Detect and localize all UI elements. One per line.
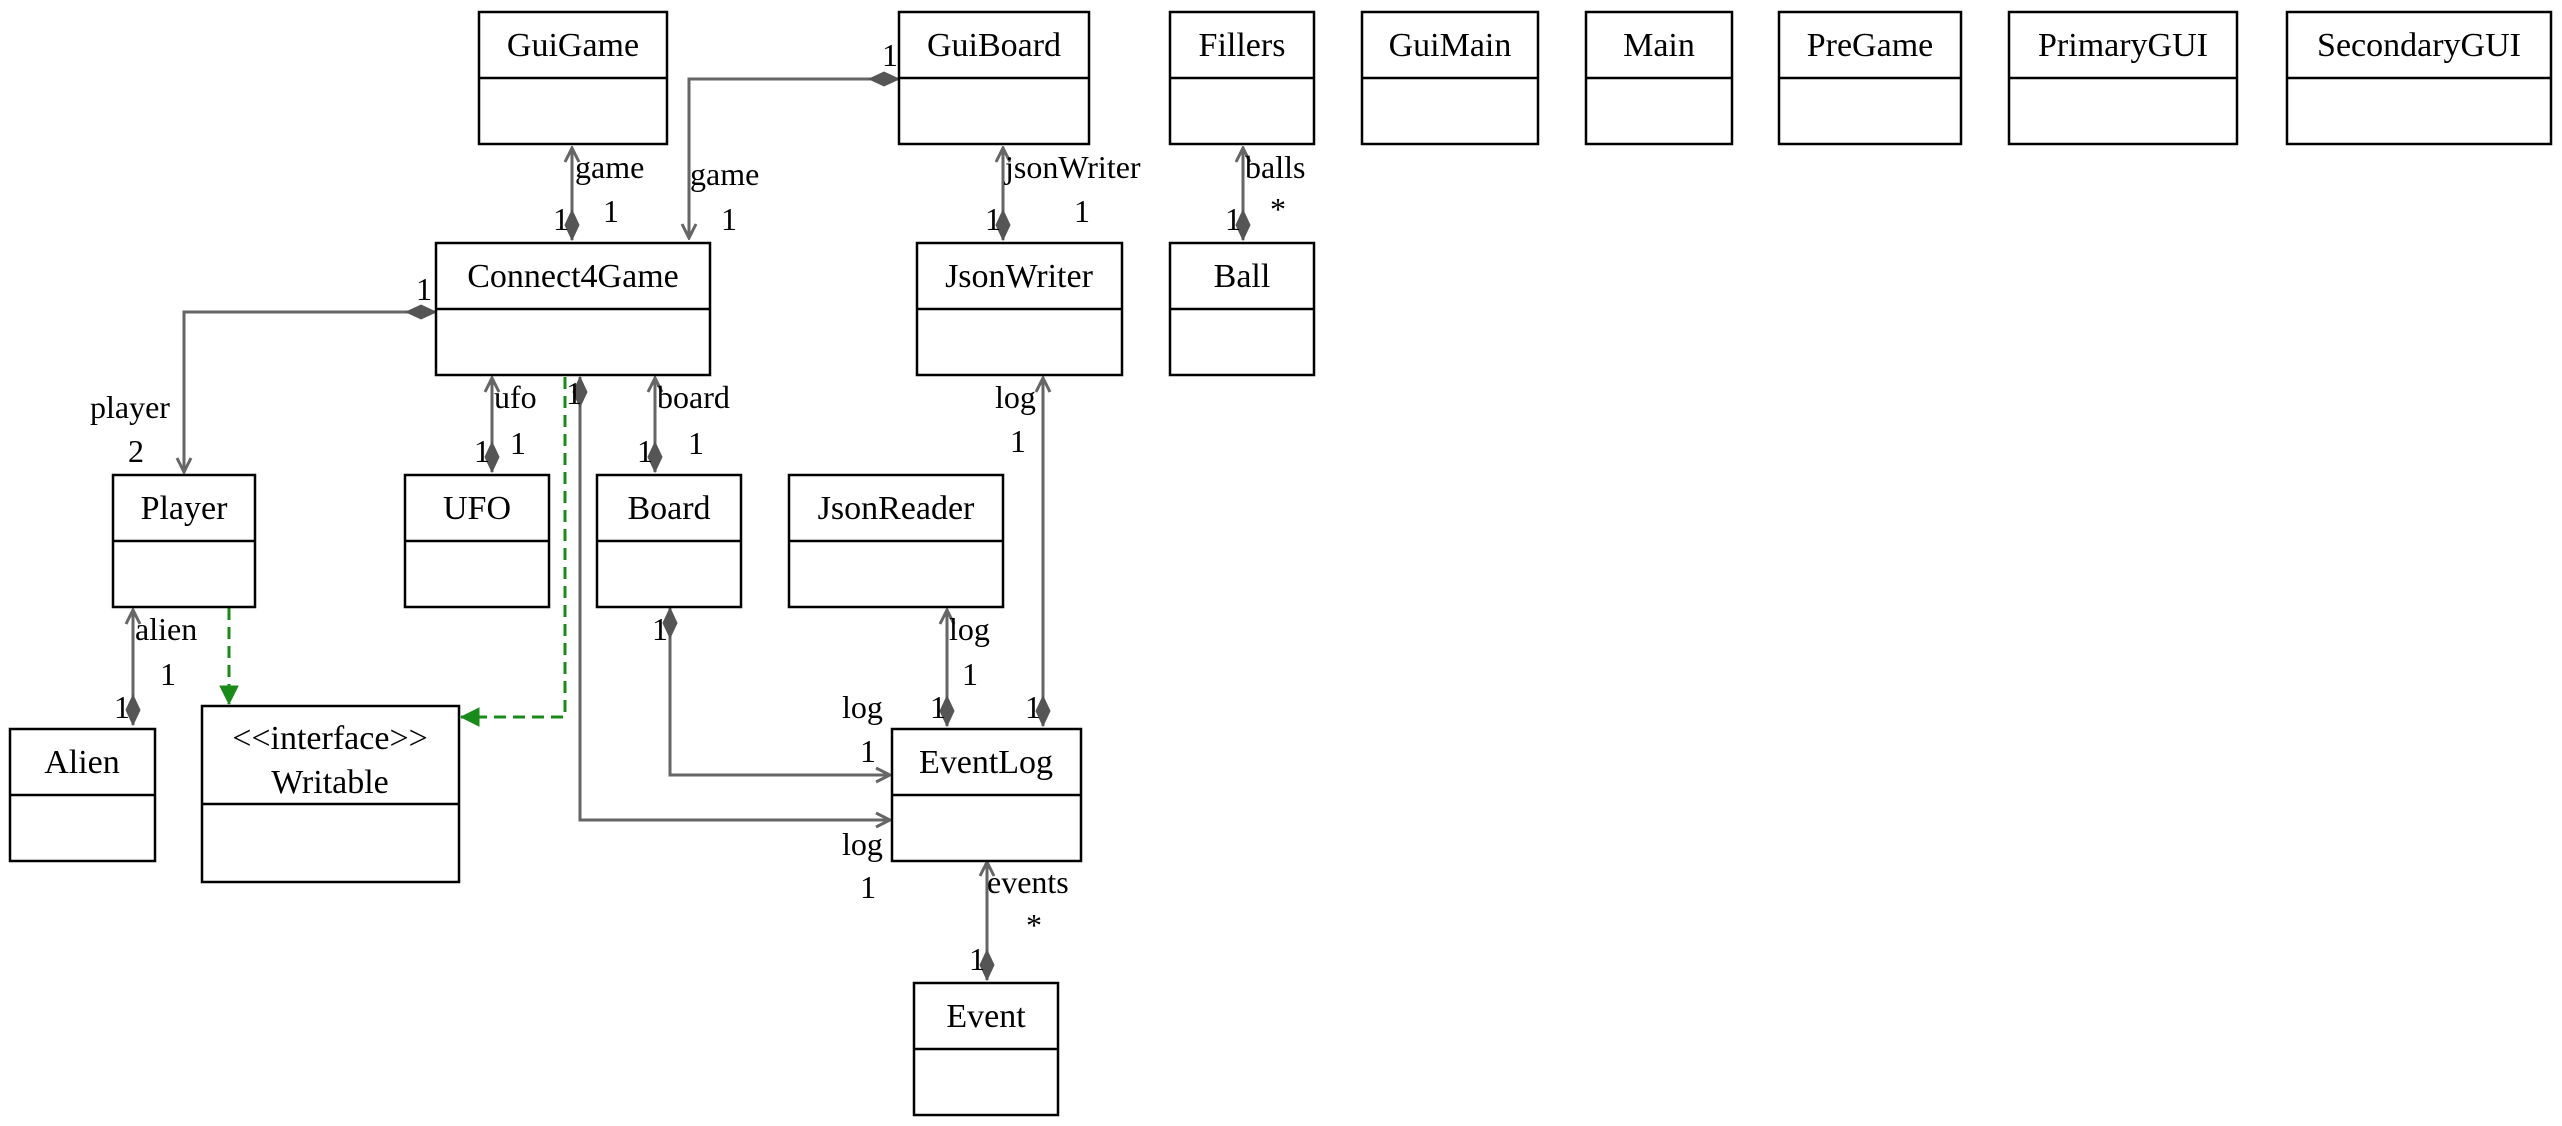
class-player[interactable]: Player: [111, 473, 257, 609]
class-name: UFO: [443, 490, 511, 527]
edge-tgt-multiplicity: 1: [160, 656, 176, 692]
class-name: PrimaryGUI: [2038, 27, 2208, 64]
class-name: Event: [946, 998, 1026, 1035]
edge-src-multiplicity: 1: [969, 941, 985, 977]
edge-role-label: alien: [135, 611, 197, 647]
edge-tgt-multiplicity: 1: [603, 193, 619, 229]
edge-tgt-multiplicity: *: [1026, 907, 1042, 943]
edge-eventlog-jsonreader: log 1 1: [930, 610, 990, 726]
edge-tgt-multiplicity: 1: [721, 201, 737, 237]
edge-role-label: log: [842, 826, 883, 862]
edge-role-label: log: [949, 611, 990, 647]
edge-src-multiplicity: 1: [416, 271, 432, 307]
edge-src-multiplicity: 1: [637, 433, 653, 469]
edge-role-label: game: [690, 156, 759, 192]
class-guimain[interactable]: GuiMain: [1360, 10, 1540, 146]
edge-guiboard-connect4game: 1 game 1: [689, 37, 899, 238]
edge-board-eventlog: 1 log 1: [652, 608, 890, 775]
class-connect4game[interactable]: Connect4Game: [434, 241, 712, 377]
class-guiboard[interactable]: GuiBoard: [897, 10, 1091, 146]
class-name: JsonWriter: [945, 258, 1093, 295]
class-jsonreader[interactable]: JsonReader: [787, 473, 1005, 609]
class-name: PreGame: [1807, 27, 1934, 64]
edge-tgt-multiplicity: 1: [688, 425, 704, 461]
interface-stereotype: <<interface>>: [232, 720, 428, 757]
edge-tgt-multiplicity: *: [1270, 191, 1286, 227]
edge-tgt-multiplicity: 1: [860, 733, 876, 769]
class-name: Board: [627, 490, 710, 527]
class-name: Fillers: [1199, 27, 1286, 64]
edge-role-label: game: [575, 149, 644, 185]
edge-board-connect4game: board 1 1: [637, 378, 730, 472]
class-ball[interactable]: Ball: [1168, 241, 1316, 377]
class-event[interactable]: Event: [912, 981, 1060, 1117]
edge-tgt-multiplicity: 1: [510, 425, 526, 461]
edge-role-label: board: [657, 379, 730, 415]
class-alien[interactable]: Alien: [8, 727, 157, 863]
class-name: SecondaryGUI: [2317, 27, 2521, 64]
edge-ball-fillers: balls 1 *: [1225, 148, 1305, 240]
class-guigame[interactable]: GuiGame: [477, 10, 669, 146]
class-ufo[interactable]: UFO: [403, 473, 551, 609]
edge-src-multiplicity: 1: [930, 689, 946, 725]
edge-connect4game-player: 1 player 2: [90, 271, 436, 472]
class-name: Ball: [1214, 258, 1271, 295]
edge-ufo-connect4game: ufo 1 1: [474, 378, 537, 472]
edge-alien-player: alien 1 1: [114, 610, 197, 725]
edge-connect4game-writable-realization: [459, 377, 567, 727]
interface-writable[interactable]: <<interface>> Writable: [200, 704, 461, 884]
edge-role-label: log: [995, 379, 1036, 415]
class-eventlog[interactable]: EventLog: [890, 727, 1083, 863]
edge-role-label: ufo: [494, 379, 537, 415]
edge-src-multiplicity: 1: [1025, 689, 1041, 725]
edge-src-multiplicity: 1: [566, 375, 582, 411]
class-secondarygui[interactable]: SecondaryGUI: [2285, 10, 2553, 146]
edge-connect4game-eventlog: 1 log 1: [566, 375, 890, 905]
edge-connect4game-guigame: game 1 1: [553, 148, 644, 240]
edge-role-label: jsonWriter: [1004, 149, 1141, 185]
edge-src-multiplicity: 1: [553, 201, 569, 237]
edge-role-label: log: [842, 689, 883, 725]
class-primarygui[interactable]: PrimaryGUI: [2007, 10, 2239, 146]
edge-role-label: balls: [1245, 149, 1305, 185]
class-name: GuiMain: [1389, 27, 1512, 64]
edge-tgt-multiplicity: 2: [128, 433, 144, 469]
class-main[interactable]: Main: [1584, 10, 1734, 146]
class-name: GuiGame: [507, 27, 639, 64]
class-name: Player: [141, 490, 229, 527]
class-name: Main: [1623, 27, 1695, 64]
class-fillers[interactable]: Fillers: [1168, 10, 1316, 146]
class-jsonwriter[interactable]: JsonWriter: [915, 241, 1124, 377]
edge-src-multiplicity: 1: [985, 201, 1001, 237]
class-name: Alien: [44, 744, 120, 781]
class-name: JsonReader: [818, 490, 975, 527]
class-name: Connect4Game: [467, 258, 679, 295]
class-name: Writable: [271, 764, 389, 801]
class-board[interactable]: Board: [595, 473, 743, 609]
class-name: GuiBoard: [927, 27, 1061, 64]
class-name: EventLog: [919, 744, 1053, 781]
edge-role-label: player: [90, 389, 170, 425]
edge-jsonwriter-guiboard: jsonWriter 1 1: [985, 148, 1141, 240]
edge-src-multiplicity: 1: [114, 689, 130, 725]
edge-src-multiplicity: 1: [882, 37, 898, 73]
edge-tgt-multiplicity: 1: [1010, 423, 1026, 459]
edge-tgt-multiplicity: 1: [962, 656, 978, 692]
edge-src-multiplicity: 1: [652, 611, 668, 647]
edge-tgt-multiplicity: 1: [1074, 193, 1090, 229]
edge-src-multiplicity: 1: [1225, 201, 1241, 237]
edge-event-eventlog: events * 1: [969, 862, 1069, 980]
edge-role-label: events: [987, 864, 1069, 900]
edge-src-multiplicity: 1: [474, 433, 490, 469]
edge-eventlog-jsonwriter: log 1 1: [995, 378, 1043, 726]
edge-tgt-multiplicity: 1: [860, 869, 876, 905]
class-pregame[interactable]: PreGame: [1777, 10, 1963, 146]
